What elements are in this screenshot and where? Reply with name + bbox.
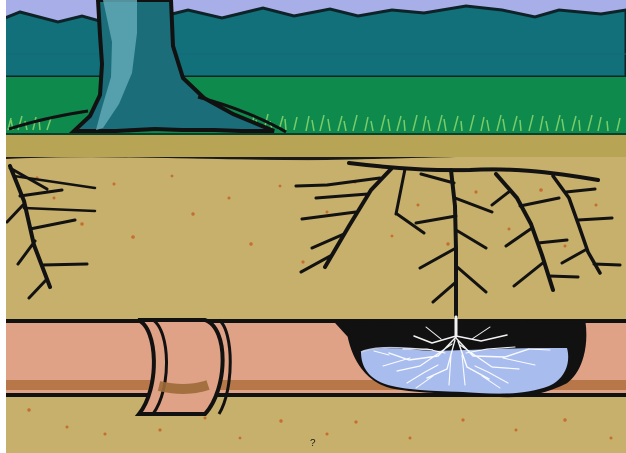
soil-main: [6, 135, 626, 453]
left-frame-margin: [0, 0, 6, 453]
pipe-joint-shadow: [159, 385, 208, 389]
topsoil-band: [6, 135, 626, 157]
caption-mark: ?: [310, 438, 316, 450]
soil-layer: [6, 135, 626, 453]
